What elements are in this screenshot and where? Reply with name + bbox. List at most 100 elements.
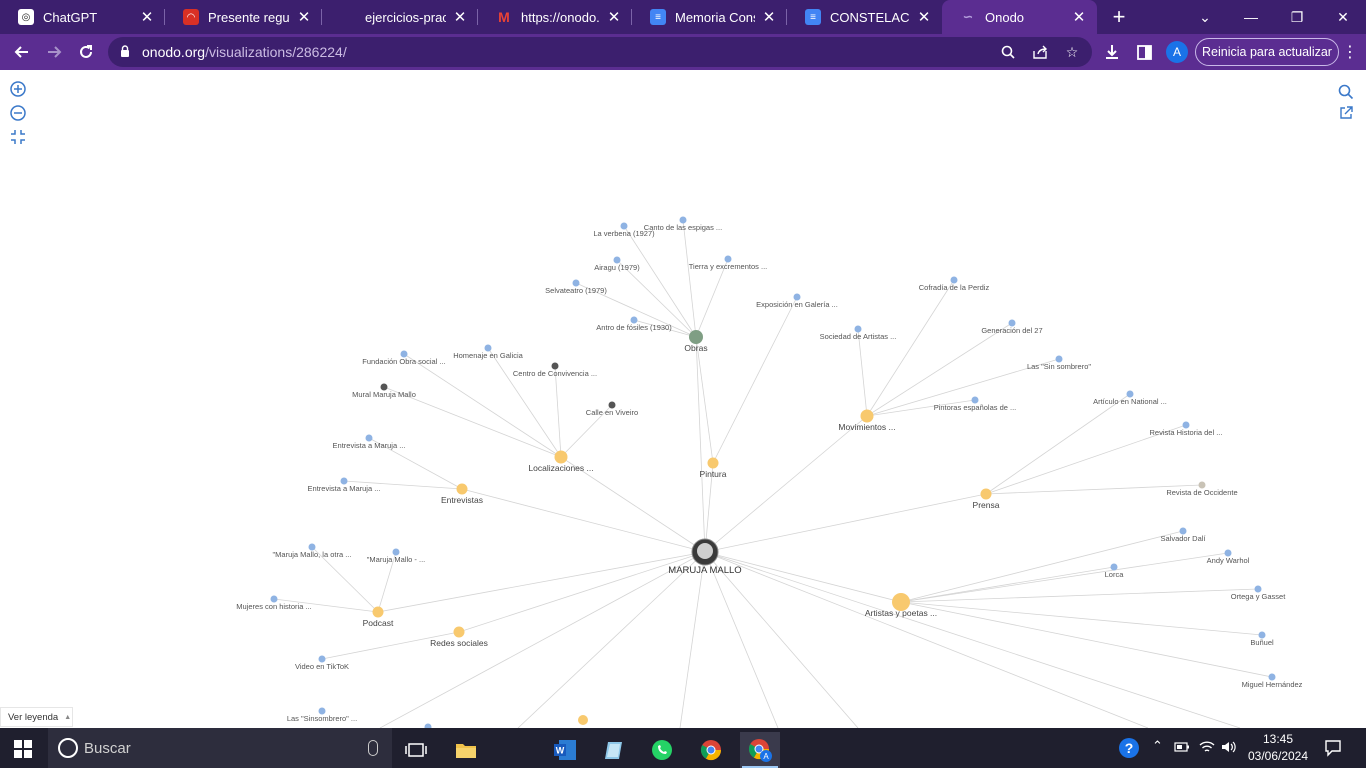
leaf-label[interactable]: Revista de Occidente — [1166, 488, 1237, 497]
new-tab-button[interactable]: + — [1112, 4, 1126, 29]
leaf-label[interactable]: Cofradía de la Perdiz — [919, 283, 990, 292]
close-icon[interactable]: ✕ — [1072, 9, 1086, 26]
zoom-search-icon[interactable] — [998, 42, 1018, 62]
tab-search-icon[interactable]: ⌄ — [1199, 8, 1211, 25]
leaf-label[interactable]: Video en TikToK — [295, 662, 349, 671]
leaf-label[interactable]: Pintoras españolas de ... — [934, 403, 1017, 412]
whatsapp-icon[interactable] — [642, 732, 682, 768]
close-icon[interactable]: ✕ — [453, 9, 467, 26]
leaf-label[interactable]: Las "Sin sombrero" — [1027, 362, 1091, 371]
leaf-label[interactable]: Generación del 27 — [981, 326, 1042, 335]
leaf-label[interactable]: La verbena (1927) — [593, 229, 655, 238]
leaf-label[interactable]: "Maruja Mallo - ... — [367, 555, 426, 564]
leaf-label[interactable]: Calle en Viveiro — [586, 408, 638, 417]
chrome-icon[interactable] — [691, 732, 731, 768]
leaf-node[interactable] — [318, 707, 326, 715]
hub-label[interactable]: Pintura — [700, 469, 727, 479]
leaf-node[interactable] — [308, 543, 316, 551]
forward-icon[interactable] — [40, 38, 68, 66]
legend-toggle-button[interactable]: Ver leyenda ▲ — [0, 707, 73, 727]
notes-app-icon[interactable] — [594, 732, 634, 768]
close-icon[interactable]: ✕ — [917, 9, 931, 26]
leaf-node[interactable] — [572, 279, 580, 287]
leaf-label[interactable]: Homenaje en Galicia — [453, 351, 523, 360]
chrome-profile-icon[interactable]: A — [740, 732, 780, 768]
volume-icon[interactable] — [1221, 740, 1237, 757]
help-icon[interactable]: ? — [1118, 737, 1140, 762]
leaf-node[interactable] — [400, 350, 408, 358]
leaf-node[interactable] — [380, 383, 388, 391]
leaf-node[interactable] — [620, 222, 628, 230]
hub-label[interactable]: Entrevistas — [441, 495, 483, 505]
leaf-node[interactable] — [365, 434, 373, 442]
minimize-icon[interactable]: — — [1244, 9, 1258, 25]
leaf-node[interactable] — [270, 595, 278, 603]
close-icon[interactable]: ✕ — [607, 9, 621, 26]
address-bar[interactable]: onodo.org/visualizations/286224/ ☆ — [108, 37, 1092, 67]
tab-onodo[interactable]: ∽ Onodo ✕ — [942, 0, 1097, 34]
notifications-icon[interactable] — [1324, 739, 1342, 760]
leaf-node[interactable] — [484, 344, 492, 352]
hub-label[interactable]: Artistas y poetas ... — [865, 608, 937, 618]
hub-node-redes[interactable] — [453, 626, 465, 638]
fit-screen-icon[interactable] — [9, 128, 27, 146]
leaf-node[interactable] — [1110, 563, 1118, 571]
reload-icon[interactable] — [72, 38, 100, 66]
chevron-up-icon[interactable]: ⌃ — [1152, 738, 1163, 753]
hub-node-prensa[interactable] — [980, 488, 992, 500]
leaf-label[interactable]: Mural Maruja Mallo — [352, 390, 416, 399]
window-close-icon[interactable]: ✕ — [1337, 8, 1349, 25]
battery-icon[interactable] — [1174, 741, 1190, 756]
leaf-node[interactable] — [424, 723, 432, 729]
leaf-node[interactable] — [854, 325, 862, 333]
tab-onodo-gmail[interactable]: M https://onodo.or ✕ — [478, 0, 632, 34]
leaf-label[interactable]: Selvateatro (1979) — [545, 286, 607, 295]
hub-node-pintura[interactable] — [707, 457, 719, 469]
leaf-node[interactable] — [793, 293, 801, 301]
restart-to-update-button[interactable]: Reinicia para actualizar — [1195, 38, 1339, 66]
wifi-icon[interactable] — [1199, 740, 1215, 757]
close-icon[interactable]: ✕ — [762, 9, 776, 26]
leaf-node[interactable] — [613, 256, 621, 264]
leaf-label[interactable]: Centro de Convivencia ... — [513, 369, 597, 378]
leaf-label[interactable]: Miguel Hernández — [1242, 680, 1303, 689]
hub-node-localizaciones[interactable] — [554, 450, 568, 464]
task-view-icon[interactable] — [396, 732, 436, 768]
leaf-label[interactable]: Tierra y excrementos ... — [689, 262, 768, 271]
leaf-node[interactable] — [630, 316, 638, 324]
leaf-label[interactable]: Antro de fósiles (1930) — [596, 323, 672, 332]
menu-kebab-icon[interactable]: ⋮ — [1342, 44, 1358, 61]
hub-node-entrevistas[interactable] — [456, 483, 468, 495]
hub-node-artistas[interactable] — [892, 593, 910, 611]
center-label[interactable]: MARUJA MALLO — [668, 565, 741, 576]
close-icon[interactable]: ✕ — [140, 9, 154, 26]
leaf-node[interactable] — [679, 216, 687, 224]
leaf-node[interactable] — [1126, 390, 1134, 398]
leaf-label[interactable]: Canto de las espigas ... — [644, 223, 722, 232]
leaf-node[interactable] — [724, 255, 732, 263]
windows-start-icon[interactable] — [14, 740, 32, 758]
tab-presente-regular[interactable]: ◠ Presente regular ✕ — [165, 0, 322, 34]
tab-constelacion[interactable]: ≡ CONSTELACIÓN ✕ — [787, 0, 942, 34]
microphone-icon[interactable] — [368, 740, 378, 756]
maximize-icon[interactable]: ❐ — [1290, 8, 1304, 25]
leaf-node[interactable] — [1258, 631, 1266, 639]
zoom-in-icon[interactable] — [9, 80, 27, 98]
leaf-node[interactable] — [1182, 421, 1190, 429]
tab-memoria[interactable]: ≡ Memoria Constel ✕ — [632, 0, 787, 34]
leaf-label[interactable]: Entrevista a Maruja ... — [308, 484, 381, 493]
leaf-label[interactable]: Revista Historia del ... — [1150, 428, 1223, 437]
leaf-label[interactable]: Artículo en National ... — [1093, 397, 1167, 406]
leaf-label[interactable]: Entrevista a Maruja ... — [333, 441, 406, 450]
leaf-label[interactable]: Buñuel — [1250, 638, 1274, 647]
leaf-node[interactable] — [340, 477, 348, 485]
leaf-node[interactable] — [318, 655, 326, 663]
leaf-label[interactable]: Salvador Dalí — [1160, 534, 1206, 543]
hub-node-podcast[interactable] — [372, 606, 384, 618]
leaf-node[interactable] — [392, 548, 400, 556]
share-icon[interactable] — [1030, 42, 1050, 62]
system-clock[interactable]: 13:45 03/06/2024 — [1246, 731, 1310, 765]
bookmark-star-icon[interactable]: ☆ — [1065, 43, 1079, 60]
